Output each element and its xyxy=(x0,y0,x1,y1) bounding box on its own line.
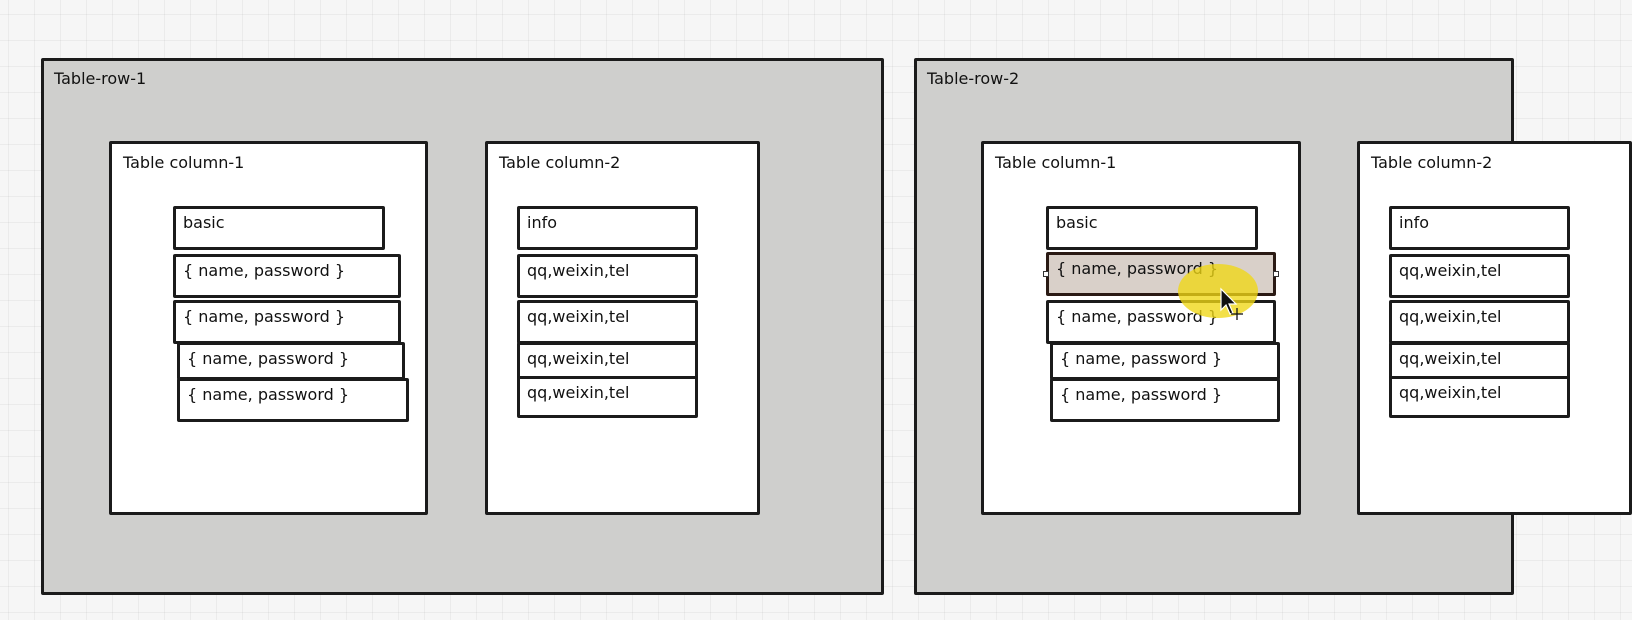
list-item[interactable]: { name, password } xyxy=(177,378,409,422)
list-item[interactable]: qq,weixin,tel xyxy=(517,342,698,380)
table-column-2[interactable]: Table column-2 info qq,weixin,tel qq,wei… xyxy=(485,141,760,515)
table-row-1[interactable]: Table-row-1 Table column-1 basic { name,… xyxy=(41,58,884,595)
list-item[interactable]: { name, password } xyxy=(177,342,405,380)
list-item[interactable]: qq,weixin,tel xyxy=(1389,300,1570,344)
list-item[interactable]: { name, password } xyxy=(1050,378,1280,422)
list-item[interactable]: qq,weixin,tel xyxy=(517,376,698,418)
list-item[interactable]: qq,weixin,tel xyxy=(1389,376,1570,418)
list-item[interactable]: { name, password } xyxy=(173,254,401,298)
resize-handle-right[interactable] xyxy=(1273,271,1279,277)
list-item[interactable]: { name, password } xyxy=(173,300,401,344)
table-column-label: Table column-2 xyxy=(1371,153,1493,172)
table-column-label: Table column-1 xyxy=(995,153,1117,172)
list-item[interactable]: info xyxy=(1389,206,1570,250)
resize-handle-left[interactable] xyxy=(1043,271,1049,277)
selected-list-item[interactable]: { name, password } xyxy=(1046,252,1276,296)
table-column-label: Table column-2 xyxy=(499,153,621,172)
table-row-label: Table-row-1 xyxy=(54,69,147,88)
list-item[interactable]: qq,weixin,tel xyxy=(517,300,698,344)
table-column-1[interactable]: Table column-1 basic { name, password } … xyxy=(109,141,428,515)
list-item[interactable]: { name, password } xyxy=(1046,300,1276,344)
list-item[interactable]: basic xyxy=(1046,206,1258,250)
table-row-label: Table-row-2 xyxy=(927,69,1020,88)
table-column-2[interactable]: Table column-2 info qq,weixin,tel qq,wei… xyxy=(1357,141,1632,515)
table-column-1[interactable]: Table column-1 basic { name, password } … xyxy=(981,141,1301,515)
table-row-2[interactable]: Table-row-2 Table column-1 basic { name,… xyxy=(914,58,1632,595)
mockup-canvas: Table-row-1 Table column-1 basic { name,… xyxy=(41,58,1632,595)
list-item[interactable]: qq,weixin,tel xyxy=(1389,342,1570,380)
list-item[interactable]: info xyxy=(517,206,698,250)
list-item[interactable]: { name, password } xyxy=(1050,342,1280,380)
list-item[interactable]: qq,weixin,tel xyxy=(517,254,698,298)
table-column-label: Table column-1 xyxy=(123,153,245,172)
list-item[interactable]: basic xyxy=(173,206,385,250)
list-item[interactable]: qq,weixin,tel xyxy=(1389,254,1570,298)
